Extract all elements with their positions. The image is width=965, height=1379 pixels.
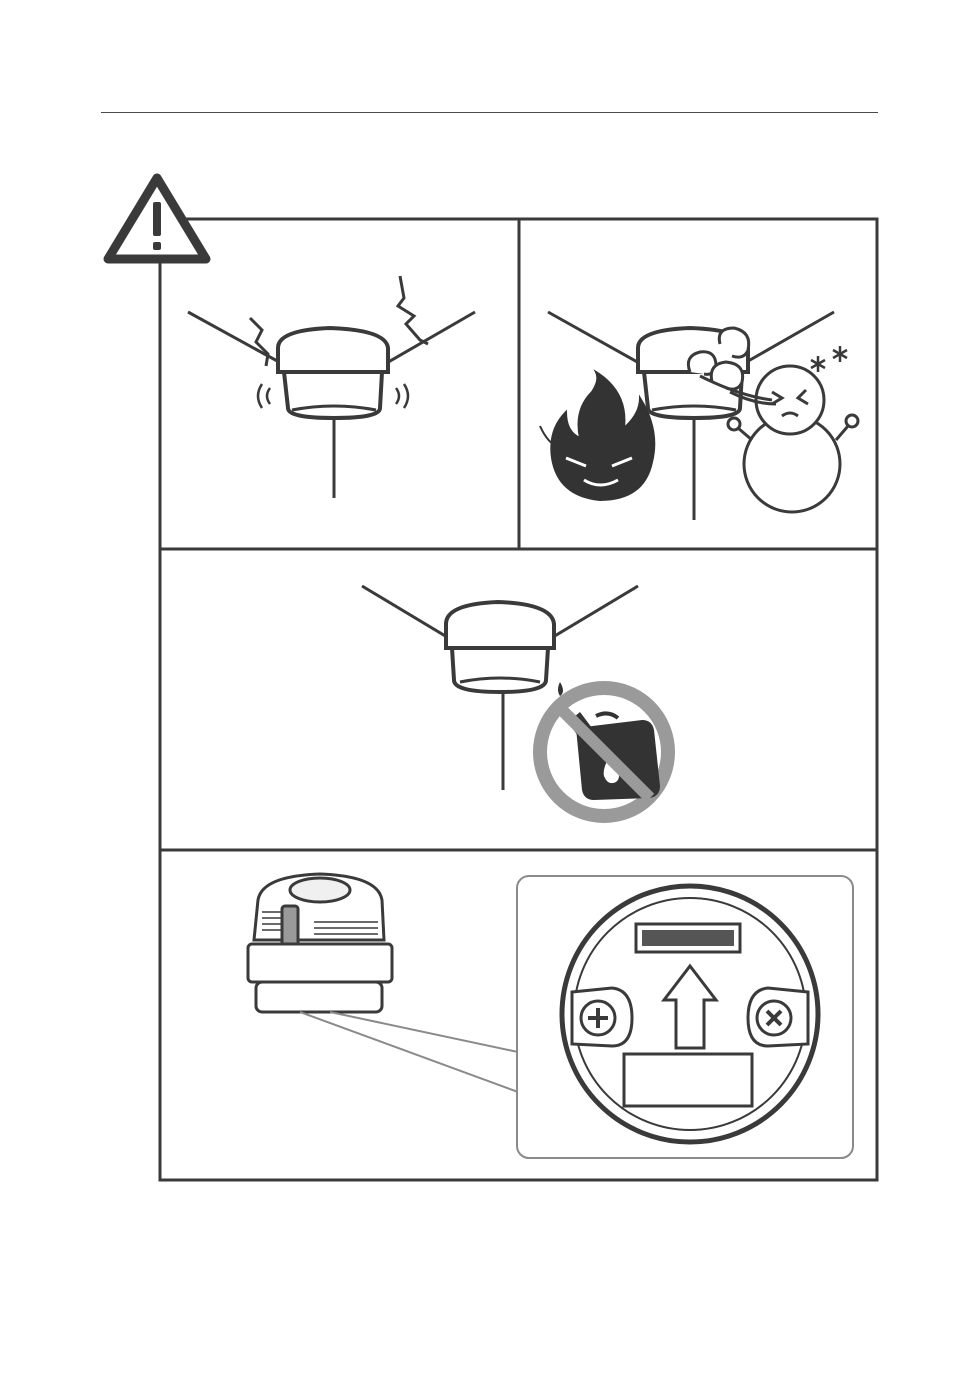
panel-temperature xyxy=(540,312,858,520)
ceiling-camera-icon xyxy=(188,312,475,498)
camera-module-icon xyxy=(248,874,392,1012)
snowflake-icon xyxy=(811,346,847,372)
label-plate xyxy=(624,1054,752,1106)
callout-lines xyxy=(300,1012,518,1092)
panel-underside xyxy=(248,874,853,1158)
panel-shock xyxy=(188,276,475,498)
fire-icon xyxy=(540,372,654,500)
panel-chemicals xyxy=(362,586,668,816)
screw-icon xyxy=(748,988,808,1046)
screw-icon xyxy=(572,988,632,1046)
snowman-icon xyxy=(728,366,858,512)
